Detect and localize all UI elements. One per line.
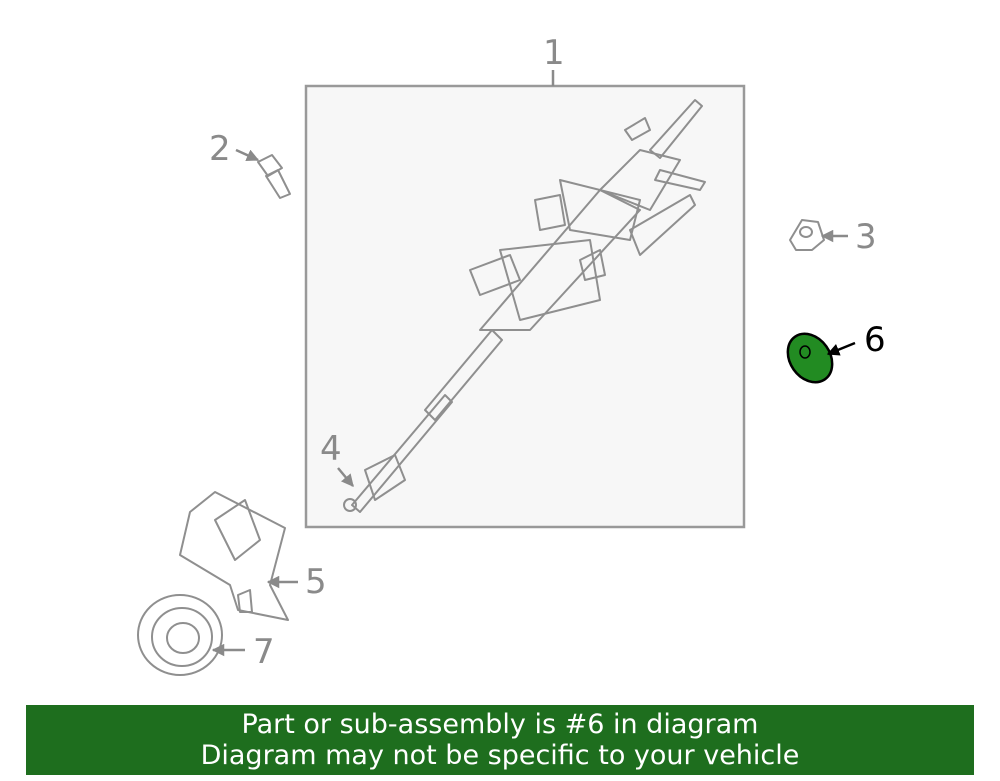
highlighted-bushing [786,332,834,384]
info-banner: Part or sub-assembly is #6 in diagram Di… [26,705,974,775]
cover-bracket [179,491,289,621]
callout-7: 7 [253,632,275,672]
nut [789,219,825,251]
bearing-hub [137,594,223,676]
bolt [257,154,291,199]
callout-4: 4 [320,429,342,469]
callout-1: 1 [543,33,565,73]
callout-3: 3 [855,217,877,257]
banner-line-1: Part or sub-assembly is #6 in diagram [241,709,759,740]
callout-6: 6 [864,320,886,360]
callout-5: 5 [305,562,327,602]
steering-column-assembly [304,70,746,529]
banner-line-2: Diagram may not be specific to your vehi… [200,740,800,771]
callout-2: 2 [209,129,231,169]
